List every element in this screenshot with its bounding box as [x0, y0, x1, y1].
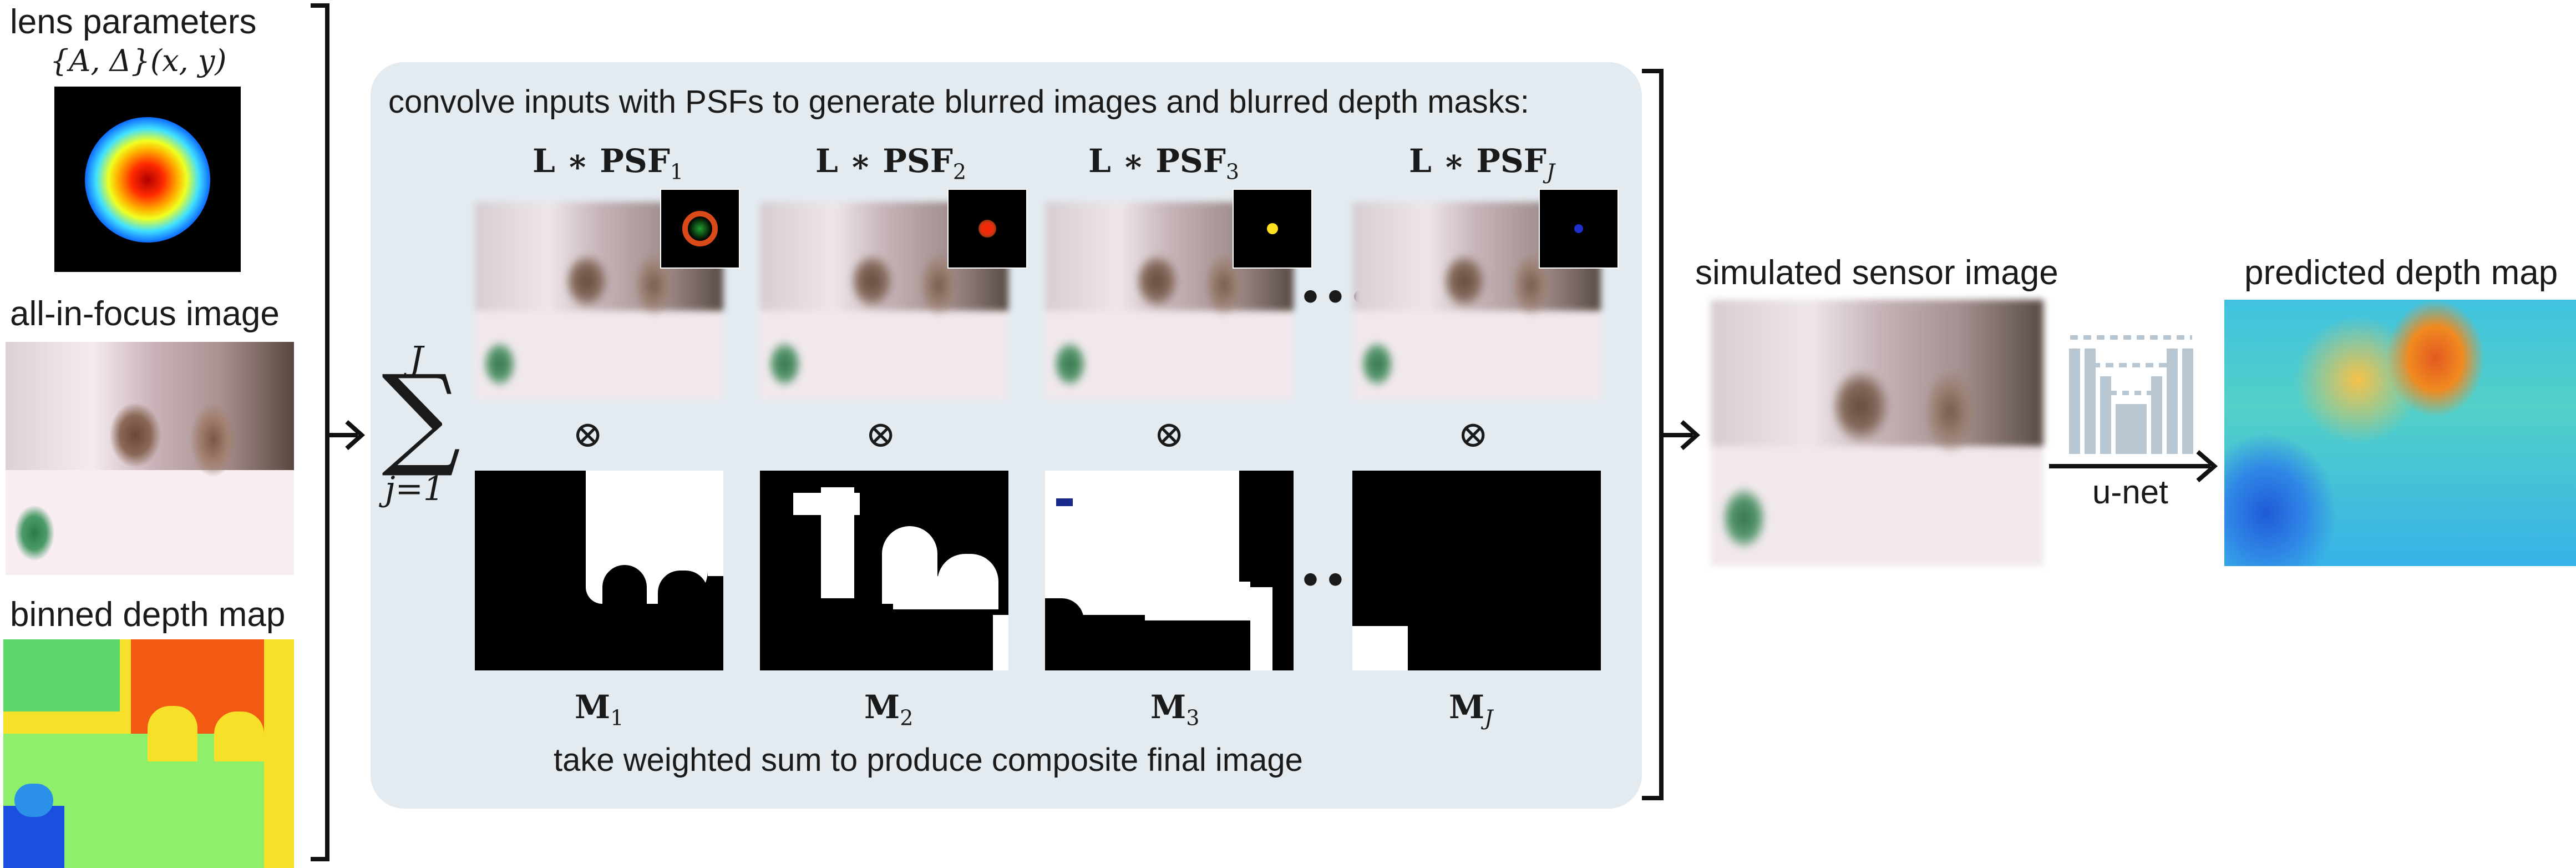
binned-depth-map — [3, 639, 294, 868]
psf-inset-j — [1539, 189, 1619, 269]
simulated-sensor-image — [1711, 300, 2043, 566]
unet-arrow-head — [2196, 450, 2218, 483]
column-2-top-label: L ∗ PSF2 — [815, 142, 966, 184]
arrow-to-convolution-head — [345, 420, 366, 450]
column-j-top-label: L ∗ PSFJ — [1409, 142, 1555, 184]
predicted-depth-label: predicted depth map — [2244, 254, 2558, 292]
column-2-bottom-subscript: 2 — [900, 705, 914, 730]
unet-icon — [2069, 335, 2193, 454]
all-in-focus-label: all-in-focus image — [10, 295, 280, 333]
column-2-bottom-label: M2 — [864, 688, 913, 730]
lens-psf-image — [54, 87, 241, 272]
column-1-top-text: L ∗ PSF — [533, 142, 670, 180]
column-j-top-subscript: J — [1546, 159, 1555, 184]
column-3-top-label: L ∗ PSF3 — [1088, 142, 1239, 184]
column-2-top-subscript: 2 — [952, 159, 967, 184]
otimes-2: ⊗ — [865, 413, 896, 456]
binned-depth-label: binned depth map — [10, 596, 286, 634]
column-1-bottom-label: M1 — [575, 688, 623, 730]
column-j-bottom-text: M — [1449, 688, 1485, 726]
left-bracket — [311, 3, 329, 861]
otimes-j: ⊗ — [1458, 413, 1489, 456]
psf-inset-1 — [660, 189, 740, 269]
column-j-top-text: L ∗ PSF — [1409, 142, 1546, 180]
column-2-bottom-text: M — [864, 688, 900, 726]
column-j-bottom-label: MJ — [1449, 688, 1493, 730]
column-2-top-text: L ∗ PSF — [815, 142, 953, 180]
depth-mask-3 — [1045, 471, 1294, 670]
sum-upper-limit: J — [409, 339, 423, 379]
convolution-panel — [371, 62, 1642, 809]
all-in-focus-image — [6, 342, 294, 575]
arrow-to-sensor-head — [1680, 420, 1701, 450]
psf-inset-3 — [1233, 189, 1312, 269]
column-3-top-subscript: 3 — [1225, 159, 1240, 184]
column-3-bottom-label: M3 — [1150, 688, 1199, 730]
sum-lower-limit: j=1 — [385, 470, 445, 508]
depth-mask-j — [1352, 471, 1601, 670]
sensor-image-label: simulated sensor image — [1695, 254, 2058, 292]
predicted-depth-map — [2224, 300, 2576, 566]
psf-inset-2 — [947, 189, 1027, 269]
column-1-bottom-text: M — [575, 688, 611, 726]
otimes-1: ⊗ — [572, 413, 604, 456]
column-3-bottom-text: M — [1150, 688, 1186, 726]
unet-label: u-net — [2092, 473, 2168, 511]
column-1-top-subscript: 1 — [670, 159, 684, 184]
sum-symbol: ∑ — [382, 351, 461, 481]
lens-parameters-math: {A, Δ}(x, y) — [50, 43, 227, 78]
column-1-bottom-subscript: 1 — [610, 705, 624, 730]
column-3-top-text: L ∗ PSF — [1088, 142, 1226, 180]
otimes-3: ⊗ — [1154, 413, 1185, 456]
right-bracket — [1642, 69, 1664, 800]
convolution-title: convolve inputs with PSFs to generate bl… — [388, 84, 1529, 120]
depth-mask-1 — [475, 471, 723, 670]
depth-mask-2 — [760, 471, 1008, 670]
column-j-bottom-subscript: J — [1484, 705, 1493, 730]
column-1-top-label: L ∗ PSF1 — [533, 142, 683, 184]
lens-parameters-label: lens parameters — [10, 3, 257, 41]
column-3-bottom-subscript: 3 — [1186, 705, 1200, 730]
convolution-footer: take weighted sum to produce composite f… — [554, 742, 1303, 778]
